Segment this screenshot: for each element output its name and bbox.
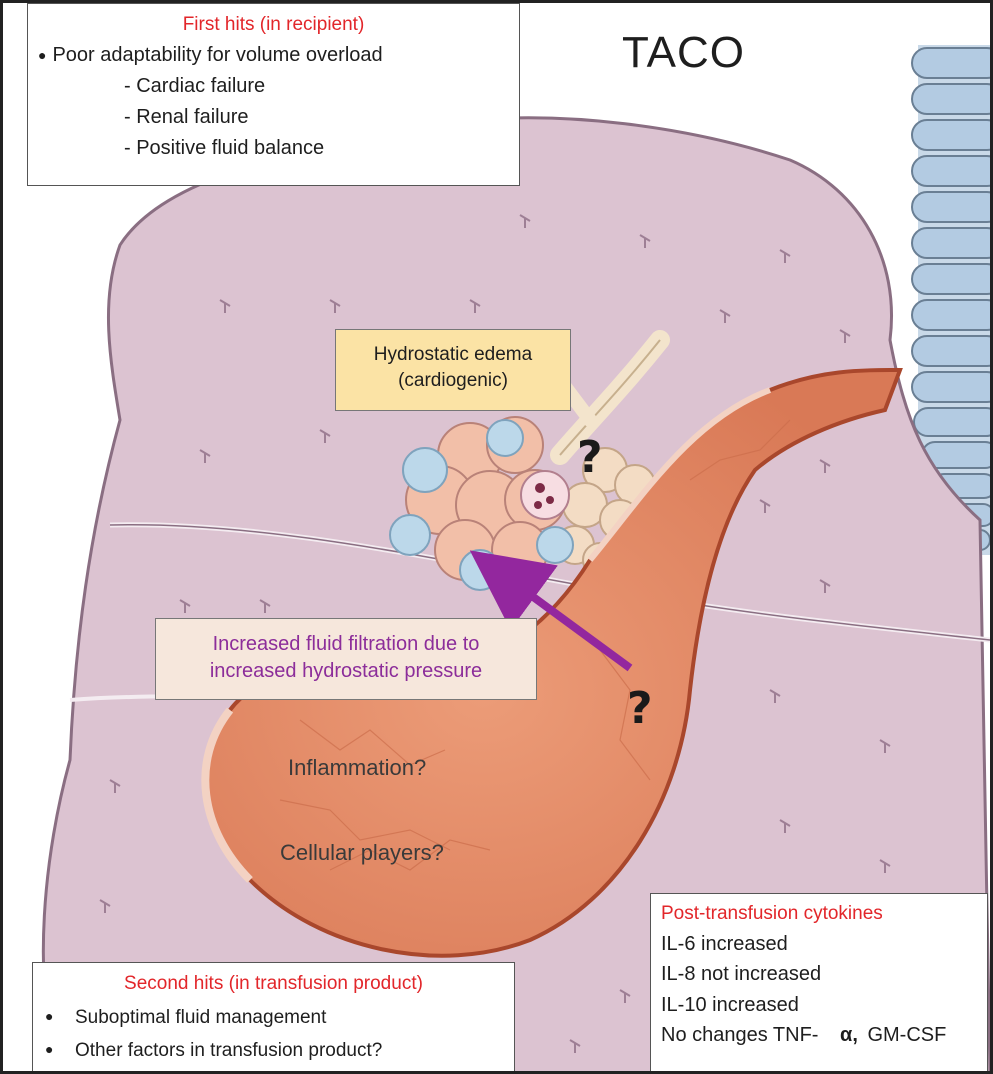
second-hits-item: ● Other factors in transfusion product? <box>45 1038 502 1064</box>
first-hits-item: - Renal failure <box>124 105 249 128</box>
cytokines-title: Post-transfusion cytokines <box>661 903 883 924</box>
second-hits-item-text: Suboptimal fluid management <box>75 1006 327 1028</box>
inflammation-label: Inflammation? <box>288 755 427 780</box>
question-mark-alveoli: ? <box>577 432 603 483</box>
bullet-icon: ● <box>38 46 47 63</box>
hydrostatic-edema-label: Hydrostatic edema (cardiogenic) <box>335 329 571 411</box>
first-hits-item: - Cardiac failure <box>124 74 266 97</box>
bullet-icon: ● <box>45 1007 54 1024</box>
cytokines-box: Post-transfusion cytokines IL-6 increase… <box>650 893 988 1074</box>
second-hits-title: Second hits (in transfusion product) <box>124 973 423 994</box>
first-hits-box: First hits (in recipient) ● Poor adaptab… <box>27 3 520 186</box>
filtration-line-2: increased hydrostatic pressure <box>209 660 483 682</box>
hydrostatic-line-2: (cardiogenic) <box>398 369 508 391</box>
alpha-symbol: α, <box>840 1024 858 1047</box>
cytokine-item: IL-8 not increased <box>661 963 822 986</box>
cytokine-item: IL-6 increased <box>661 932 788 955</box>
cytokine-last-prefix: No changes TNF- <box>661 1024 819 1047</box>
first-hits-main-text: Poor adaptability for volume overload <box>52 43 383 66</box>
cytokine-item: IL-10 increased <box>661 993 799 1016</box>
filtration-arrow <box>469 550 633 672</box>
first-hits-item: - Positive fluid balance <box>124 136 325 159</box>
question-mark-vessel: ? <box>627 683 653 734</box>
cytokine-item-last: No changes TNF- α, GM-CSF <box>661 1020 977 1050</box>
first-hits-title: First hits (in recipient) <box>182 14 365 35</box>
second-hits-item: ● Suboptimal fluid management <box>45 1005 502 1031</box>
filtration-label: Increased fluid filtration due to increa… <box>155 618 537 700</box>
diagram-title: TACO <box>622 28 745 77</box>
bullet-icon: ● <box>45 1041 54 1058</box>
second-hits-item-text: Other factors in transfusion product? <box>75 1040 383 1062</box>
first-hits-main: ● Poor adaptability for volume overload <box>38 42 509 69</box>
cellular-players-label: Cellular players? <box>280 840 444 865</box>
second-hits-box: Second hits (in transfusion product) ● S… <box>32 962 515 1074</box>
filtration-line-1: Increased fluid filtration due to <box>212 633 480 655</box>
cytokine-last-suffix: GM-CSF <box>867 1024 947 1047</box>
hydrostatic-line-1: Hydrostatic edema <box>373 344 533 365</box>
